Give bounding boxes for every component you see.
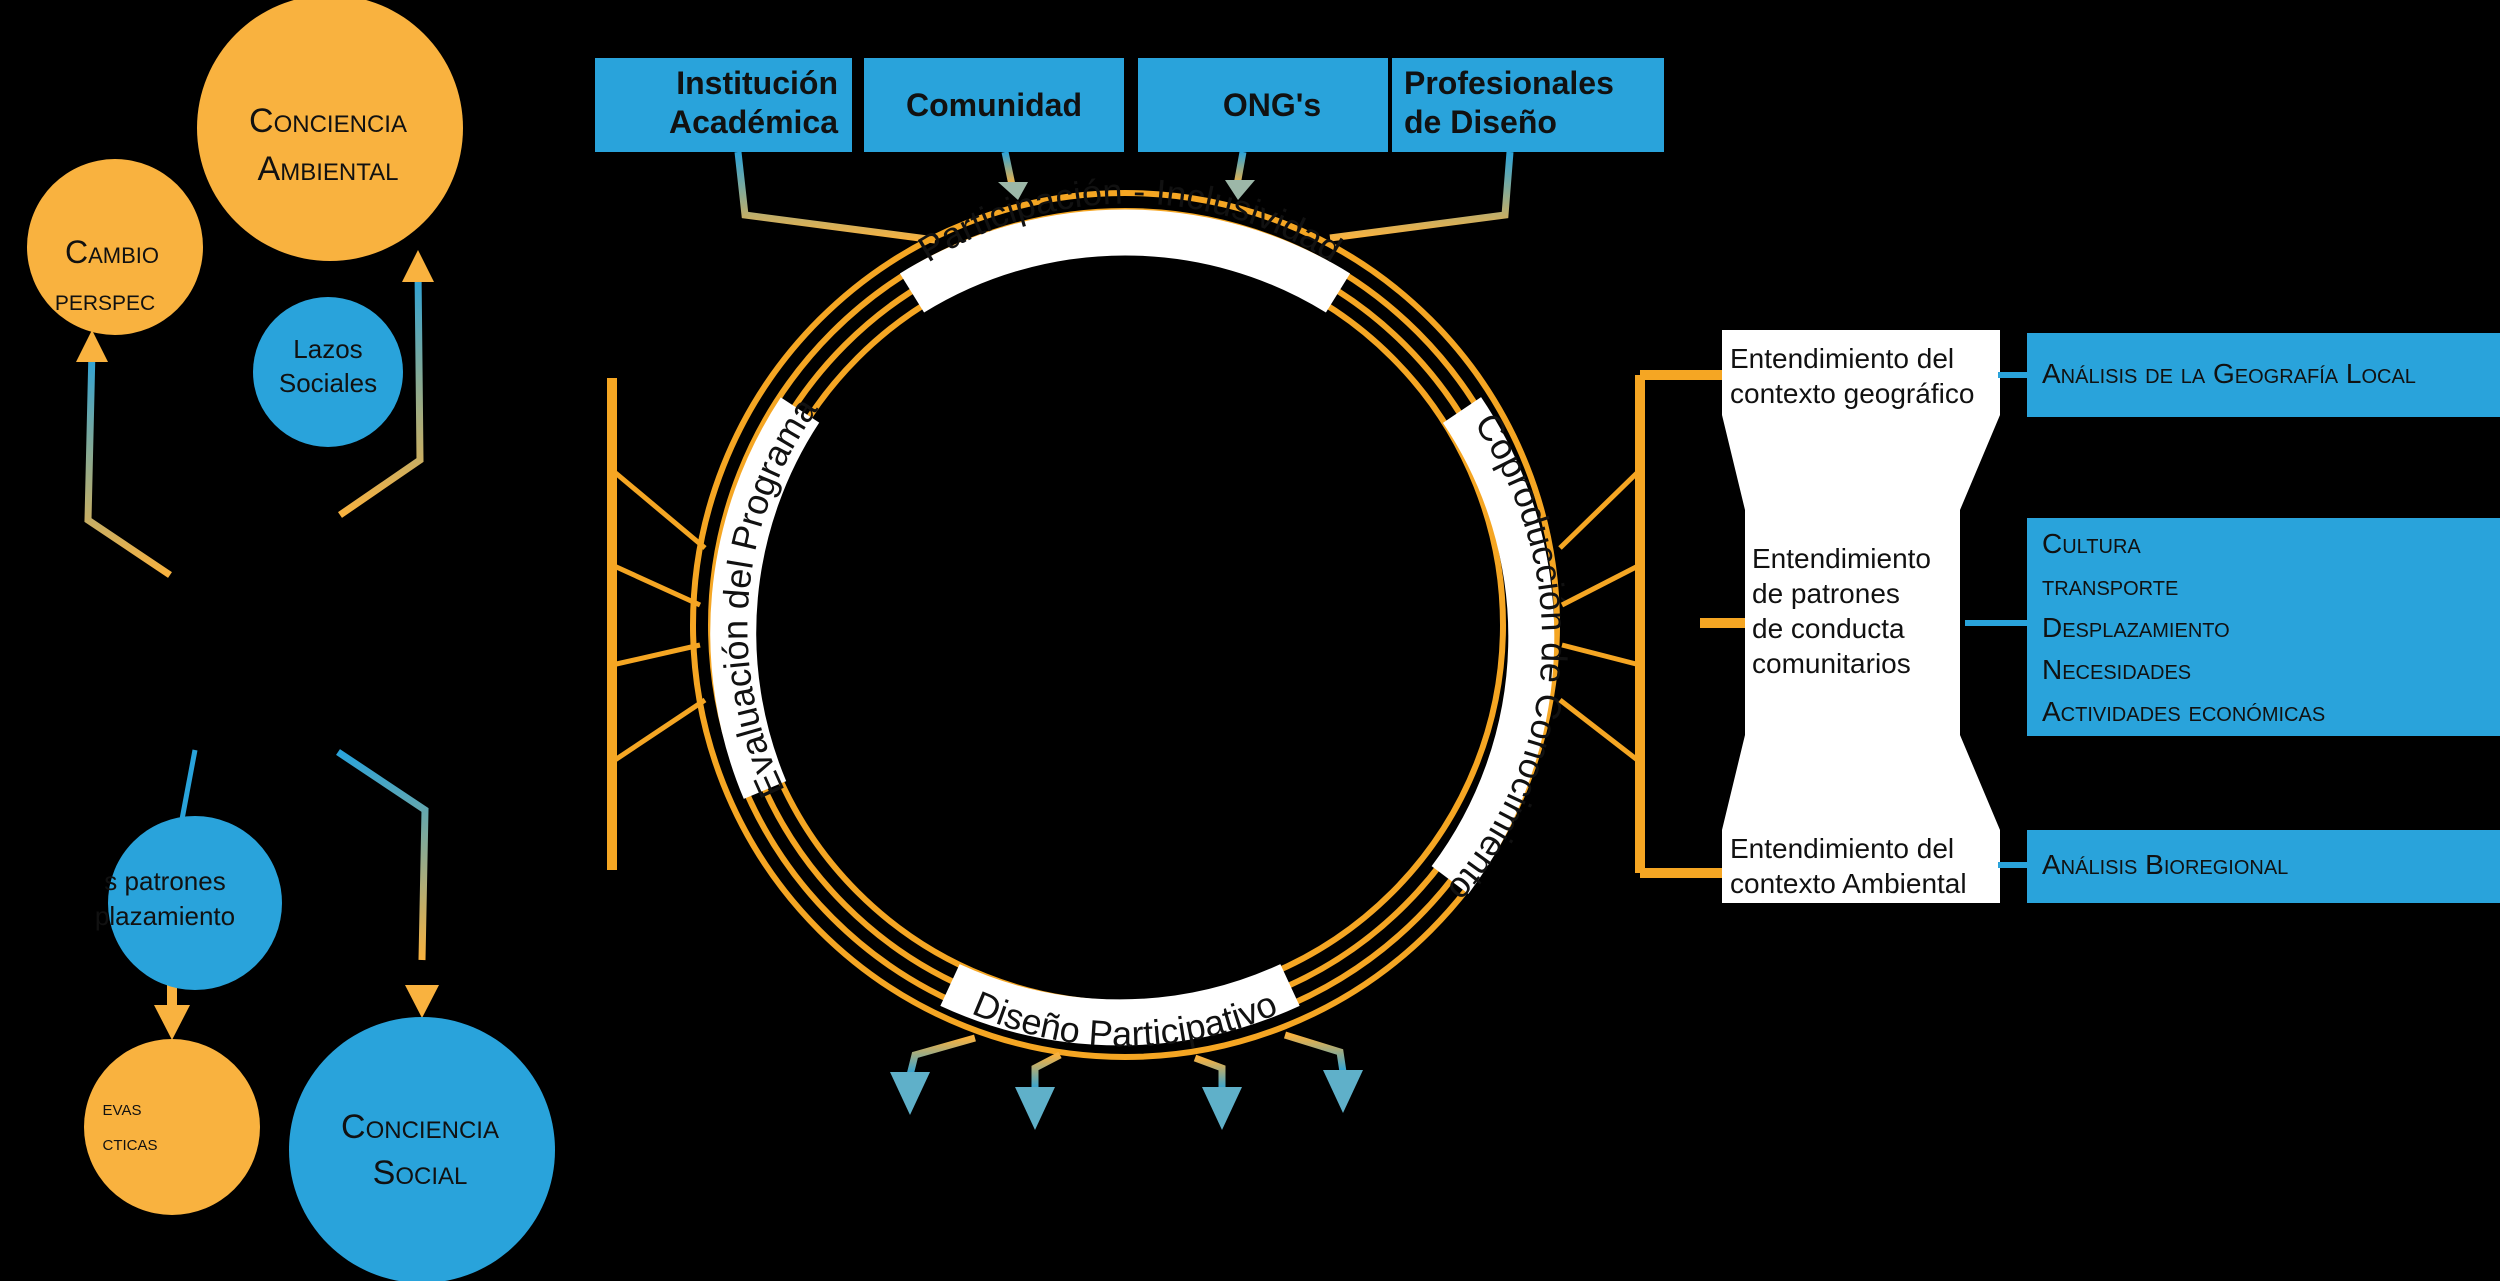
- stakeholder-ongs-label: ONG's: [1223, 87, 1321, 123]
- conciencia-ambiental-line2: Ambiental: [258, 150, 399, 188]
- stakeholder-comunidad-label: Comunidad: [906, 87, 1082, 123]
- stakeholder-institucion: Institución Académica: [595, 58, 852, 152]
- cambio-line2: perspec: [55, 284, 155, 317]
- stakeholder-ongs: ONG's: [1138, 58, 1388, 152]
- circle-nuevas-practicas: evas cticas: [84, 1039, 260, 1215]
- conciencia-ambiental-line1: Conciencia: [249, 102, 407, 140]
- stakeholder-connectors: [734, 151, 1514, 244]
- analysis-behavior-item-2: transporte: [2042, 570, 2178, 601]
- understanding-geo-line2: contexto geográfico: [1730, 378, 1974, 409]
- analysis-behavior-item-3: Desplazamiento: [2042, 612, 2230, 643]
- design-output-arrows: [890, 1031, 1363, 1130]
- stakeholder-profesionales-line1: Profesionales: [1404, 65, 1614, 101]
- understanding-behavior-line2: de patrones: [1752, 578, 1900, 609]
- stakeholder-profesionales-line2: de Diseño: [1404, 104, 1557, 140]
- process-rings: [690, 190, 1560, 1060]
- circle-lazos-sociales: Lazos Sociales: [253, 297, 403, 447]
- stakeholder-profesionales: Profesionales de Diseño: [1392, 58, 1664, 152]
- analysis-geo-text: Análisis de la Geografía Local: [2042, 358, 2416, 389]
- understanding-behavior-line1: Entendimiento: [1752, 543, 1931, 574]
- understanding-env-line2: contexto Ambiental: [1730, 868, 1967, 899]
- stakeholder-comunidad: Comunidad: [864, 58, 1124, 152]
- conciencia-social-line1: Conciencia: [341, 1108, 499, 1146]
- analysis-behavior-item-4: Necesidades: [2042, 654, 2191, 685]
- stakeholder-institucion-line2: Académica: [669, 104, 838, 140]
- lazos-line1: Lazos: [293, 334, 362, 364]
- analysis-behavior-item-5: Actividades económicas: [2042, 696, 2325, 727]
- lazos-line2: Sociales: [279, 368, 377, 398]
- understanding-behavior-line3: de conducta: [1752, 613, 1905, 644]
- ring-label-backgrounds: [710, 209, 1555, 1046]
- understanding-env-line1: Entendimiento del: [1730, 833, 1954, 864]
- analysis-behavior-box: Cultura transporte Desplazamiento Necesi…: [2027, 518, 2500, 736]
- understanding-geo-line1: Entendimiento del: [1730, 343, 1954, 374]
- analysis-geo-box: Análisis de la Geografía Local: [2027, 333, 2500, 417]
- circle-conciencia-ambiental: Conciencia Ambiental: [197, 0, 463, 261]
- cambio-line1: Cambio: [65, 234, 159, 270]
- evaluation-bracket: [607, 378, 707, 870]
- coproduction-bracket: [1558, 370, 1760, 878]
- conciencia-social-line2: Social: [373, 1154, 468, 1192]
- analysis-links: [1965, 372, 2030, 868]
- circle-cambio-perspectiva: Cambio perspec: [27, 159, 203, 335]
- analysis-bio-box: Análisis Bioregional: [2027, 830, 2500, 903]
- patrones-line2: plazamiento: [95, 901, 235, 931]
- analysis-bio-text: Análisis Bioregional: [2042, 849, 2288, 880]
- stakeholder-institucion-line1: Institución: [676, 65, 838, 101]
- nuevas-line2: cticas: [102, 1130, 157, 1155]
- understanding-panel: Entendimiento del contexto geográfico En…: [1722, 330, 2000, 903]
- circle-conciencia-social: Conciencia Social: [289, 1017, 555, 1281]
- patrones-line1: s patrones: [104, 866, 225, 896]
- analysis-behavior-item-1: Cultura: [2042, 528, 2141, 559]
- nuevas-line1: evas: [103, 1095, 142, 1120]
- circle-patrones-desplazamiento: s patrones plazamiento: [95, 816, 282, 990]
- understanding-behavior-line4: comunitarios: [1752, 648, 1911, 679]
